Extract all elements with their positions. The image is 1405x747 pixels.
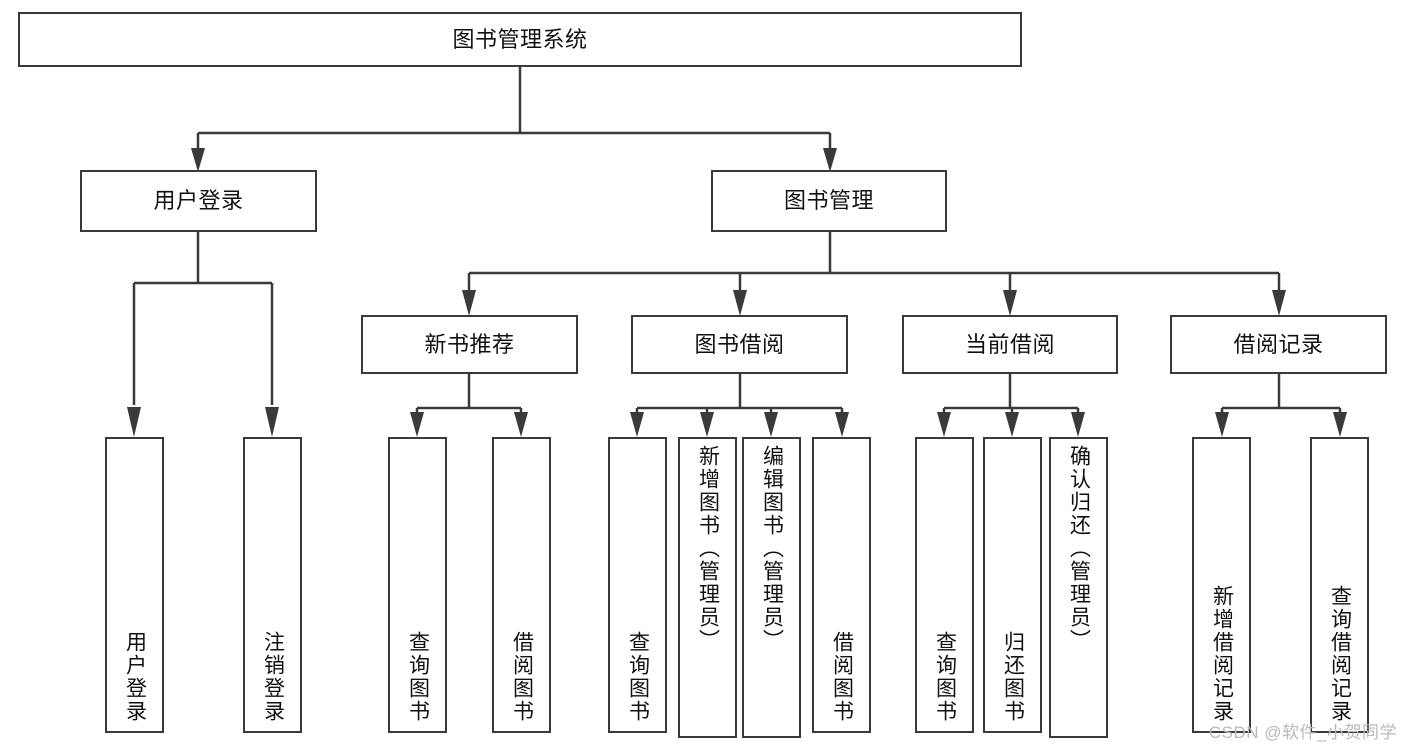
node-label: 借阅图书: [830, 631, 854, 723]
node-label: 确认归还（管理员）: [1067, 445, 1091, 652]
leaf-current-borrow-query-book[interactable]: 查询图书: [915, 437, 974, 733]
watermark-text: CSDN @软件_小贺同学: [1208, 723, 1397, 742]
leaf-book-borrow-add-book-admin[interactable]: 新增图书（管理员）: [678, 437, 737, 738]
node-label: 查询图书: [626, 631, 650, 723]
node-current-borrow[interactable]: 当前借阅: [902, 315, 1118, 374]
node-label: 用户登录: [123, 631, 147, 723]
node-label: 借阅图书: [510, 631, 534, 723]
node-new-book-recommend[interactable]: 新书推荐: [361, 315, 578, 374]
node-label: 查询图书: [933, 631, 957, 723]
node-label: 新增图书（管理员）: [696, 445, 720, 652]
node-label: 图书管理: [783, 188, 874, 214]
node-book-borrow[interactable]: 图书借阅: [631, 315, 848, 374]
node-label: 图书借阅: [694, 331, 785, 357]
node-user-login[interactable]: 用户登录: [80, 170, 317, 232]
node-label: 注销登录: [261, 631, 285, 723]
node-label: 查询图书: [406, 631, 430, 723]
node-label: 归还图书: [1001, 631, 1025, 723]
node-label: 用户登录: [153, 188, 244, 214]
node-label: 图书管理系统: [452, 26, 588, 52]
node-book-management[interactable]: 图书管理: [711, 170, 947, 232]
leaf-borrow-record-query-record[interactable]: 查询借阅记录: [1310, 437, 1369, 733]
leaf-book-borrow-borrow-book[interactable]: 借阅图书: [812, 437, 871, 733]
node-label: 借阅记录: [1233, 331, 1324, 357]
leaf-book-borrow-edit-book-admin[interactable]: 编辑图书（管理员）: [742, 437, 801, 738]
node-label: 查询借阅记录: [1328, 585, 1352, 723]
node-label: 编辑图书（管理员）: [760, 445, 784, 652]
node-label: 当前借阅: [964, 331, 1055, 357]
leaf-user-login-logout[interactable]: 注销登录: [243, 437, 302, 733]
leaf-book-borrow-query-book[interactable]: 查询图书: [608, 437, 667, 733]
leaf-new-book-borrow-book[interactable]: 借阅图书: [492, 437, 551, 733]
leaf-user-login-login[interactable]: 用户登录: [105, 437, 164, 733]
leaf-current-borrow-return-book[interactable]: 归还图书: [983, 437, 1042, 733]
node-borrow-record[interactable]: 借阅记录: [1170, 315, 1387, 374]
leaf-current-borrow-confirm-return-admin[interactable]: 确认归还（管理员）: [1049, 437, 1108, 738]
leaf-new-book-query-book[interactable]: 查询图书: [388, 437, 447, 733]
node-label: 新书推荐: [424, 331, 515, 357]
node-label: 新增借阅记录: [1210, 585, 1234, 723]
leaf-borrow-record-add-record[interactable]: 新增借阅记录: [1192, 437, 1251, 733]
node-root-book-management-system[interactable]: 图书管理系统: [18, 12, 1022, 67]
